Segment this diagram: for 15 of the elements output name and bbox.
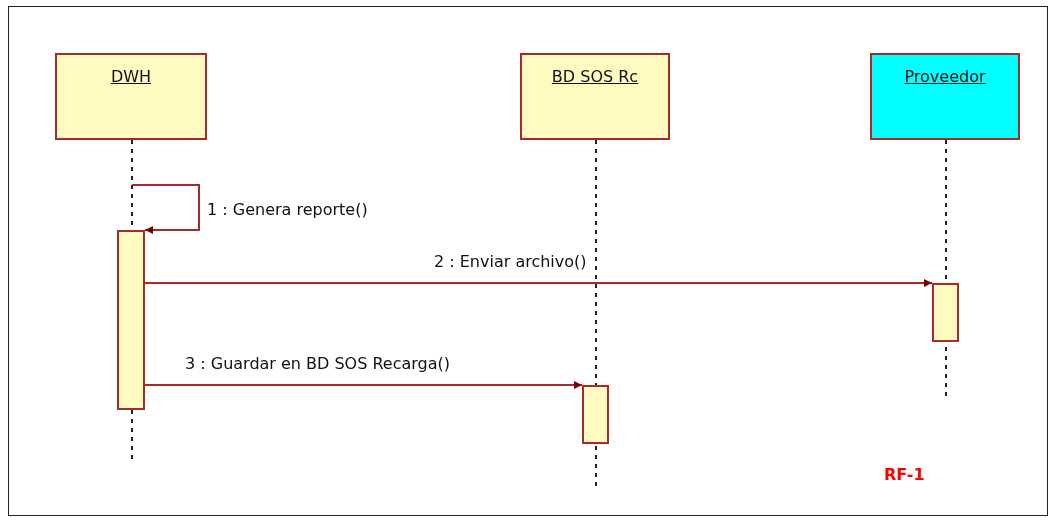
participant-name: Proveedor (904, 67, 986, 86)
message-arrow (131, 184, 200, 234)
edge-label: 1 : Genera reporte() (205, 200, 370, 219)
lifeline-head (520, 53, 670, 140)
activation-bar (117, 230, 145, 410)
lifeline-head (55, 53, 207, 140)
message-arrow (144, 279, 933, 287)
requirement-label: RF-1 (884, 465, 925, 484)
lifeline-head (870, 53, 1020, 140)
activation-bar (582, 385, 609, 444)
edge-label: 2 : Enviar archivo() (432, 252, 589, 271)
participant-name: BD SOS Rc (551, 67, 639, 86)
participant-name: DWH (110, 67, 152, 86)
activation-bar (932, 283, 959, 342)
message-arrow (144, 381, 583, 389)
